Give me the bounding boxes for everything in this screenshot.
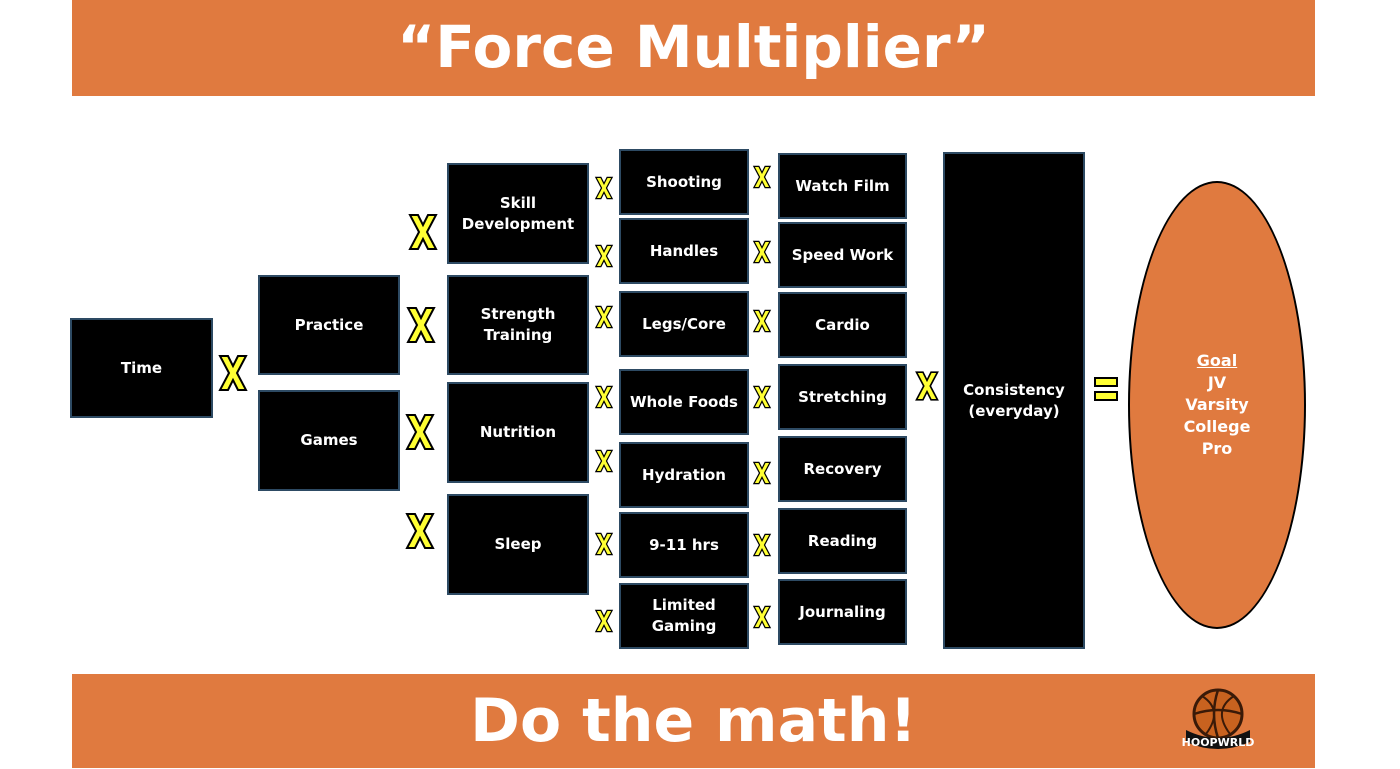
multiply-icon: [595, 244, 613, 268]
box-consistency: Consistency (everyday): [943, 152, 1085, 649]
multiply-icon: [407, 307, 435, 343]
multiply-icon: [595, 385, 613, 409]
box-hydration: Hydration: [619, 442, 749, 508]
footer-banner: Do the math!: [72, 674, 1315, 768]
hoopwrld-logo: HOOPWRLD: [1182, 688, 1255, 749]
page-title: “Force Multiplier”: [397, 13, 990, 81]
multiply-icon: [595, 176, 613, 200]
box-watch-film: Watch Film: [778, 153, 907, 219]
title-banner: “Force Multiplier”: [72, 0, 1315, 96]
goal-level-pro: Pro: [1201, 439, 1233, 458]
multiply-icon: [406, 513, 434, 549]
box-speed-work: Speed Work: [778, 222, 907, 288]
goal-ellipse: Goal JV Varsity College Pro: [1128, 181, 1306, 629]
box-cardio: Cardio: [778, 292, 907, 358]
box-practice: Practice: [258, 275, 400, 375]
multiply-icon: [915, 371, 939, 401]
box-journaling: Journaling: [778, 579, 907, 645]
box-games: Games: [258, 390, 400, 491]
box-legs-core: Legs/Core: [619, 291, 749, 357]
multiply-icon: [595, 449, 613, 473]
goal-title: Goal: [1196, 351, 1238, 370]
multiply-icon: [219, 355, 247, 391]
goal-level-college: College: [1183, 417, 1251, 436]
multiply-icon: [753, 385, 771, 409]
footer-text: Do the math!: [470, 686, 917, 756]
box-skill-development: Skill Development: [447, 163, 589, 264]
box-handles: Handles: [619, 218, 749, 284]
multiply-icon: [753, 533, 771, 557]
multiply-icon: [753, 309, 771, 333]
multiply-icon: [753, 240, 771, 264]
goal-level-jv: JV: [1207, 373, 1227, 392]
box-recovery: Recovery: [778, 436, 907, 502]
box-time: Time: [70, 318, 213, 418]
box-strength-training: Strength Training: [447, 275, 589, 375]
multiply-icon: [595, 305, 613, 329]
box-stretching: Stretching: [778, 364, 907, 430]
multiply-icon: [406, 414, 434, 450]
multiply-icon: [753, 165, 771, 189]
multiply-icon: [409, 214, 437, 250]
box-nutrition: Nutrition: [447, 382, 589, 483]
box-sleep: Sleep: [447, 494, 589, 595]
box-shooting: Shooting: [619, 149, 749, 215]
multiply-icon: [753, 461, 771, 485]
box-whole-foods: Whole Foods: [619, 369, 749, 435]
equals-icon: [1094, 377, 1118, 401]
box-sleep-hours: 9-11 hrs: [619, 512, 749, 578]
multiply-icon: [595, 609, 613, 633]
multiply-icon: [595, 532, 613, 556]
svg-text:HOOPWRLD: HOOPWRLD: [1182, 736, 1255, 749]
goal-level-varsity: Varsity: [1185, 395, 1249, 414]
multiply-icon: [753, 605, 771, 629]
box-reading: Reading: [778, 508, 907, 574]
box-limited-gaming: Limited Gaming: [619, 583, 749, 649]
